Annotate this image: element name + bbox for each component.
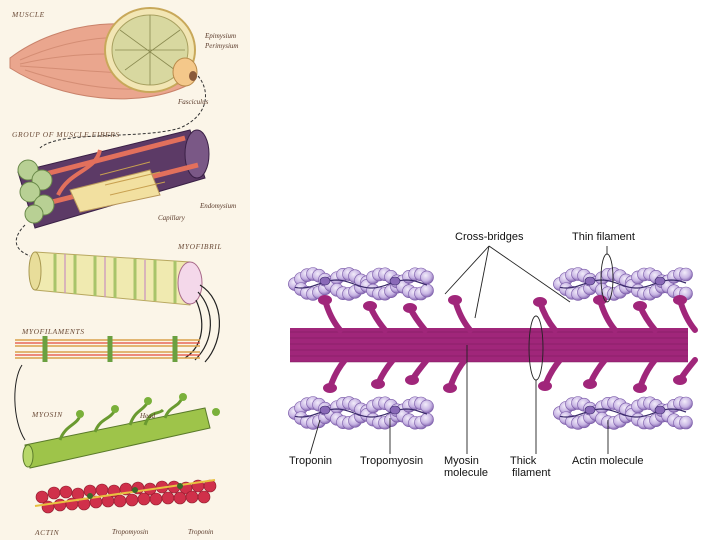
myosin-head [318, 295, 332, 305]
label-cross-bridges: Cross-bridges [455, 231, 523, 243]
myosin-head [371, 379, 385, 389]
thin-filament-top-left [289, 268, 434, 301]
label-thick-filament-line2: filament [512, 467, 551, 479]
myosin-head [533, 297, 547, 307]
troponin-complex [655, 406, 665, 414]
label-thick-filament-line1: Thick [510, 455, 536, 467]
label-myosin-molecule-line1: Myosin [444, 455, 479, 467]
actin-bead [680, 416, 693, 429]
myosin-head [538, 381, 552, 391]
troponin-complex [585, 277, 595, 285]
actin-bead [421, 400, 434, 413]
actin-bead [421, 413, 434, 426]
thin-filament-top-right [554, 268, 693, 301]
myosin-head [363, 301, 377, 311]
myosin-head [673, 375, 687, 385]
myosin-shaft [290, 328, 688, 362]
label-myosin-molecule-line2: molecule [444, 467, 488, 479]
thin-filament-bottom-left [289, 397, 434, 430]
myosin-head [583, 379, 597, 389]
myosin-head [403, 303, 417, 313]
actin-bead [680, 397, 693, 410]
myosin-head [405, 375, 419, 385]
troponin-complex [320, 277, 330, 285]
actin-bead [680, 268, 693, 281]
label-tropomyosin: Tropomyosin [360, 455, 423, 467]
myosin-head [323, 383, 337, 393]
myosin-head [448, 295, 462, 305]
myosin-head [633, 383, 647, 393]
thin-filament-bottom-right [554, 397, 693, 430]
troponin-complex [390, 277, 400, 285]
actin-bead [421, 271, 434, 284]
troponin-complex [655, 277, 665, 285]
troponin-complex [320, 406, 330, 414]
myosin-head [633, 301, 647, 311]
myosin-head [443, 383, 457, 393]
thick-filament [290, 295, 695, 393]
label-actin-molecule: Actin molecule [572, 455, 644, 467]
label-thin-filament: Thin filament [572, 231, 635, 243]
label-troponin: Troponin [289, 455, 332, 467]
troponin-complex [390, 406, 400, 414]
troponin-complex [585, 406, 595, 414]
actin-bead [421, 284, 434, 297]
myosin-head [673, 295, 687, 305]
